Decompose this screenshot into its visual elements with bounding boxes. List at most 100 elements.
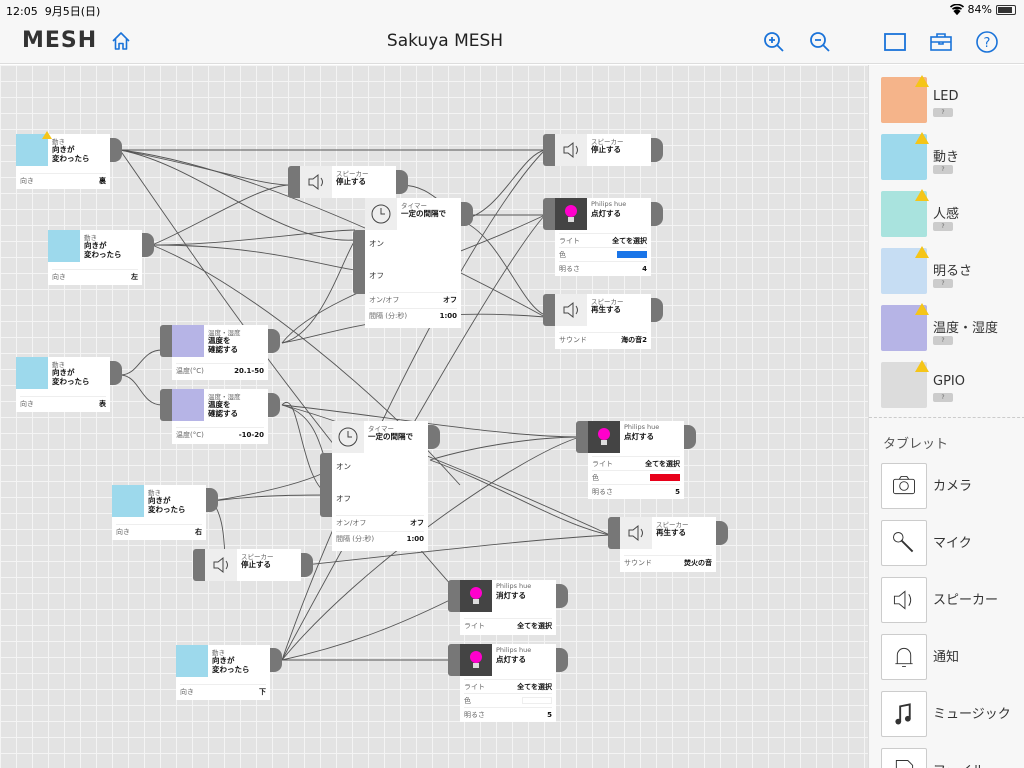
wifi-icon [949, 4, 964, 15]
color-swatch [650, 474, 680, 481]
input-connector[interactable] [543, 294, 555, 326]
speaker-block[interactable]: スピーカー 停止する [555, 134, 651, 166]
output-connector[interactable] [556, 584, 568, 608]
human-sensor-icon [881, 189, 929, 237]
zoom-out-icon[interactable] [808, 30, 832, 54]
panel-toggle-icon[interactable] [883, 30, 907, 54]
motion-block[interactable]: 動き 向きが 変わったら 向き右 [112, 485, 206, 540]
palette-item-led[interactable]: LED? [881, 75, 1021, 127]
recipe-canvas[interactable]: 動き 向きが 変わったら 向き裏 動き 向きが 変わったら 向き左 動き 向きが… [0, 65, 868, 768]
output-connector[interactable] [556, 648, 568, 672]
output-connector[interactable] [716, 521, 728, 545]
output-connector[interactable] [142, 233, 154, 257]
speaker-block[interactable]: スピーカー 再生する サウンド海の音2 [555, 294, 651, 349]
motion-icon [881, 132, 929, 180]
palette-item-file[interactable]: ファイル [881, 748, 1021, 768]
input-connector[interactable] [608, 517, 620, 549]
bulb-icon [460, 644, 492, 676]
app-logo: MESH [22, 28, 98, 53]
color-swatch [522, 697, 552, 704]
motion-block[interactable]: 動き 向きが 変わったら 向き左 [48, 230, 142, 285]
palette-item-motion[interactable]: 動き? [881, 132, 1021, 184]
output-connector[interactable] [461, 202, 473, 226]
temperature-block[interactable]: 温度・湿度 温度を 確認する 温度(°C)20.1-50 [172, 325, 268, 380]
help-icon[interactable]: ? [975, 30, 999, 54]
palette-item-gpio[interactable]: GPIO? [881, 360, 1021, 412]
input-connector[interactable] [448, 644, 460, 676]
block-palette: LED? 動き? 人感? 明るさ? 温度・湿度? GPIO? タブレット カメラ… [868, 65, 1024, 768]
connection-wires [119, 149, 611, 661]
home-icon[interactable] [110, 30, 132, 52]
bell-icon [881, 634, 927, 680]
temperature-block[interactable]: 温度・湿度 温度を 確認する 温度(°C)-10-20 [172, 389, 268, 444]
bulb-icon [555, 198, 587, 230]
output-connector[interactable] [110, 361, 122, 385]
output-connector[interactable] [651, 298, 663, 322]
output-connector[interactable] [206, 488, 218, 512]
output-connector[interactable] [651, 138, 663, 162]
input-connector[interactable] [448, 580, 460, 612]
hue-block[interactable]: Philips hue 消灯する ライト全てを選択 [460, 580, 556, 635]
input-connector[interactable] [353, 230, 365, 294]
motion-block[interactable]: 動き 向きが 変わったら 向き下 [176, 645, 270, 700]
motion-block[interactable]: 動き 向きが 変わったら 向き表 [16, 357, 110, 412]
output-connector[interactable] [651, 202, 663, 226]
input-connector[interactable] [320, 453, 332, 517]
speaker-block[interactable]: スピーカー 再生する サウンド焚火の音 [620, 517, 716, 572]
palette-item-music[interactable]: ミュージック [881, 691, 1021, 741]
motion-block[interactable]: 動き 向きが 変わったら 向き裏 [16, 131, 110, 189]
bulb-icon [460, 580, 492, 612]
status-time: 12:05 9月5日(日) [6, 5, 101, 18]
clock-icon [365, 198, 397, 230]
input-connector[interactable] [160, 325, 172, 357]
output-connector[interactable] [110, 138, 122, 162]
palette-item-temperature[interactable]: 温度・湿度? [881, 303, 1021, 355]
clock-icon [332, 421, 364, 453]
input-connector[interactable] [543, 198, 555, 230]
output-connector[interactable] [396, 170, 408, 194]
input-connector[interactable] [288, 166, 300, 198]
timer-block[interactable]: タイマー 一定の間隔で オン オフ オン/オフオフ 間隔 (分:秒)1:00 [332, 421, 428, 551]
status-bar: 12:05 9月5日(日) 84% [0, 0, 1024, 20]
speaker-icon [300, 166, 332, 198]
input-connector[interactable] [193, 549, 205, 581]
microphone-icon [881, 520, 927, 566]
input-connector[interactable] [543, 134, 555, 166]
motion-icon [112, 485, 144, 517]
speaker-block[interactable]: スピーカー 停止する [205, 549, 301, 581]
zoom-in-icon[interactable] [762, 30, 786, 54]
palette-item-speaker[interactable]: スピーカー [881, 577, 1021, 627]
timer-block[interactable]: タイマー 一定の間隔で オン オフ オン/オフオフ 間隔 (分:秒)1:00 [365, 198, 461, 328]
speaker-icon [881, 577, 927, 623]
music-note-icon [881, 691, 927, 737]
battery-icon [996, 4, 1016, 15]
input-connector[interactable] [160, 389, 172, 421]
output-connector[interactable] [428, 425, 440, 449]
input-connector[interactable] [576, 421, 588, 453]
output-connector[interactable] [268, 329, 280, 353]
palette-item-camera[interactable]: カメラ [881, 463, 1021, 513]
gpio-icon [881, 360, 929, 408]
palette-item-mic[interactable]: マイク [881, 520, 1021, 570]
motion-icon [48, 230, 80, 262]
palette-item-human[interactable]: 人感? [881, 189, 1021, 241]
divider [869, 417, 1024, 418]
output-connector[interactable] [301, 553, 313, 577]
motion-icon [176, 645, 208, 677]
toolbox-icon[interactable] [929, 30, 953, 54]
output-connector[interactable] [684, 425, 696, 449]
battery-percent: 84% [967, 3, 992, 16]
output-connector[interactable] [270, 648, 282, 672]
camera-icon [881, 463, 927, 509]
speaker-block[interactable]: スピーカー 停止する [300, 166, 396, 198]
output-connector[interactable] [268, 393, 280, 417]
speaker-icon [555, 134, 587, 166]
speaker-icon [555, 294, 587, 326]
thermometer-icon [881, 303, 929, 351]
bulb-icon [588, 421, 620, 453]
palette-item-notify[interactable]: 通知 [881, 634, 1021, 684]
palette-item-brightness[interactable]: 明るさ? [881, 246, 1021, 298]
